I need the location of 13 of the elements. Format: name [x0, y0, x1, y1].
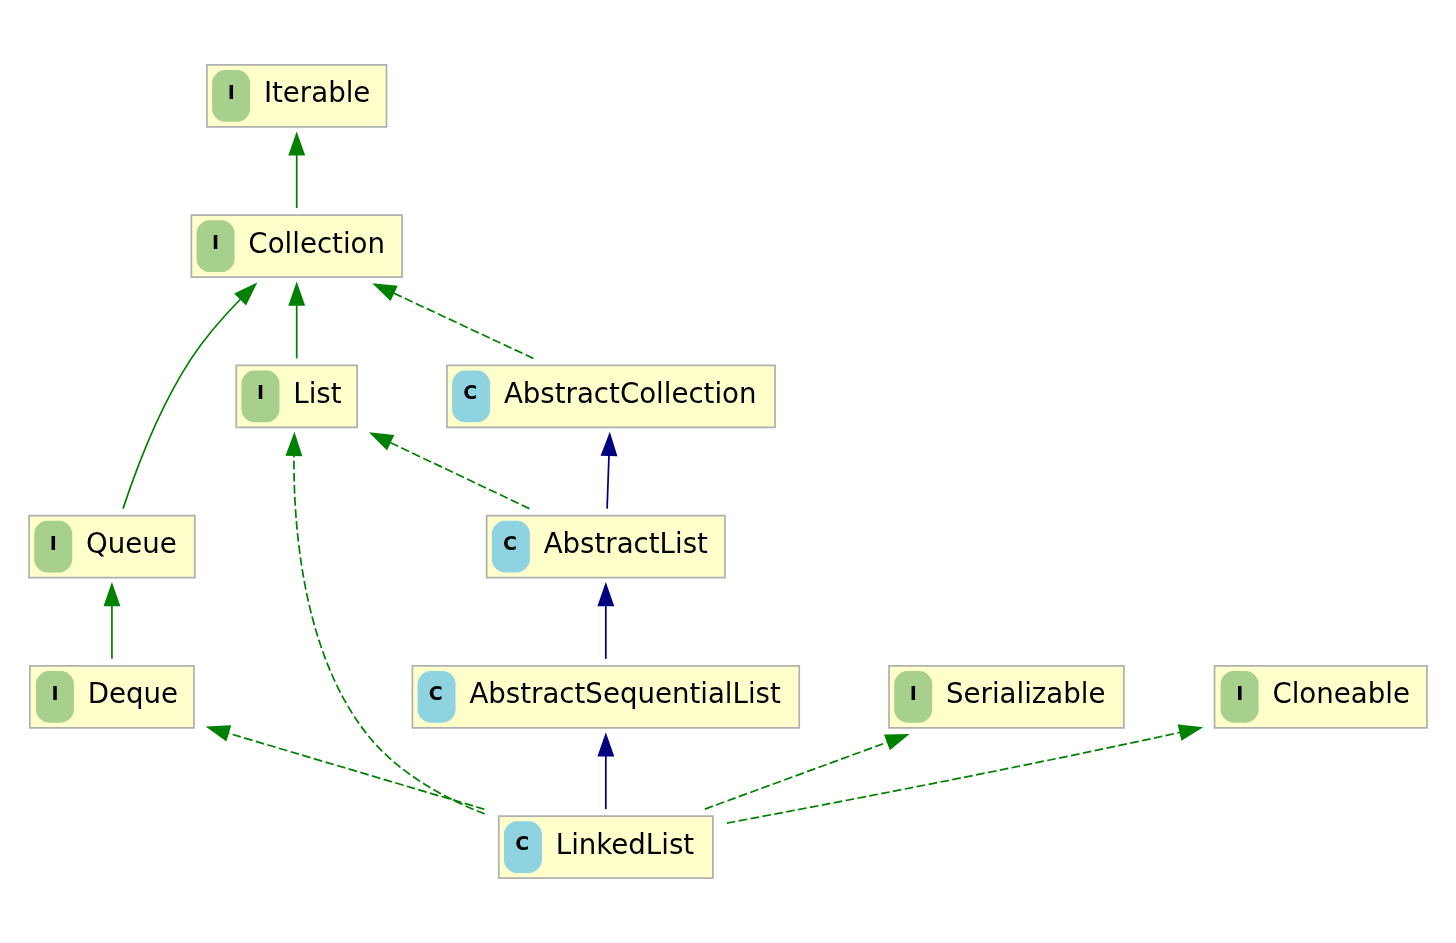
arrow — [285, 431, 486, 815]
arrow — [103, 582, 121, 660]
arrow — [704, 734, 910, 810]
arrow — [288, 131, 306, 209]
arrow — [372, 283, 535, 360]
arrow — [597, 582, 615, 660]
arrow — [597, 732, 615, 810]
arrow — [726, 724, 1204, 824]
arrow — [122, 282, 258, 510]
arrow — [205, 725, 486, 811]
arrow — [368, 432, 531, 510]
arrow — [288, 281, 306, 360]
arrow — [600, 431, 618, 510]
